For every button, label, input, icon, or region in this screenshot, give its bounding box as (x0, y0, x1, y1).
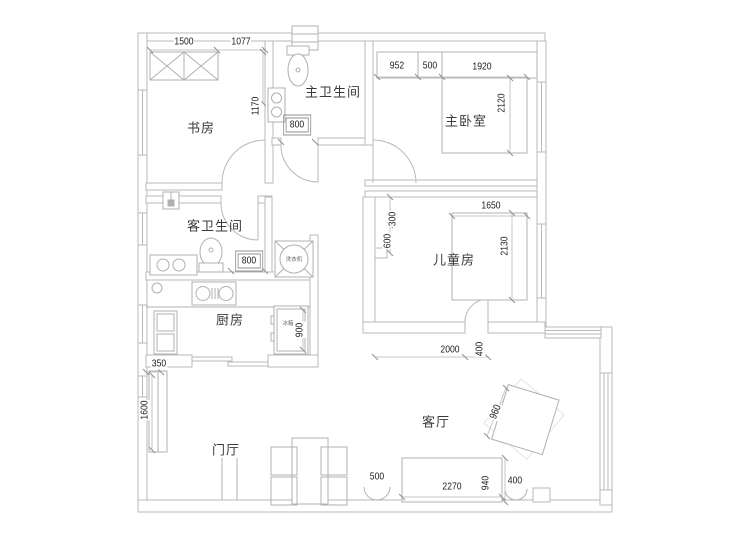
wall-guestbath-right (264, 196, 273, 280)
dim-master-bath-door: 800 (283, 114, 311, 136)
wall-kids-stub (374, 247, 388, 259)
window-left-guestbath (137, 212, 148, 246)
washing-machine (274, 240, 314, 278)
sink-master (267, 87, 286, 123)
label-room-study: 书房 (186, 120, 216, 136)
living-table (483, 378, 565, 460)
window-right-kids (536, 223, 547, 299)
dim-study-side: 1170 (249, 95, 262, 117)
label-fridge: 冰箱 (282, 321, 294, 327)
dim-mb-bed-length: 2120 (495, 92, 508, 114)
dim-foyer-wall: 1600 (138, 399, 151, 421)
dim-kitchen-offset: 350 (150, 357, 168, 370)
wall-kids-left (362, 196, 376, 323)
door-kids-room (464, 298, 489, 323)
wall-bedroom-bottom-b (364, 190, 538, 198)
floor-marker-400 (504, 488, 528, 501)
dim-kids-wall: 2000 (439, 343, 461, 356)
wall-masterbath-bottom-right (317, 137, 373, 146)
door-master-bath (280, 144, 319, 183)
dim-mb-bed-width: 1920 (471, 60, 493, 73)
window-living-top (544, 326, 602, 339)
dim-kids-bed-length: 2130 (498, 235, 511, 257)
floor-marker-500 (363, 486, 391, 501)
window-right-master-bedroom (536, 81, 547, 153)
label-room-master-bath: 主卫生间 (304, 84, 362, 100)
wall-masterbath-right (364, 40, 374, 146)
wall-kids-bottom-right (487, 321, 546, 334)
toilet-guest (198, 237, 224, 273)
dim-kids-bed-width: 1650 (480, 199, 502, 212)
wardrobe-study (149, 51, 219, 81)
dim-kids-niche-a: 300 (386, 210, 399, 228)
foyer-partition (221, 458, 238, 500)
bed-master (441, 77, 528, 154)
window-left-foyer (137, 375, 148, 398)
wall-bottom-column (532, 487, 551, 503)
furniture (146, 25, 565, 506)
door-guest-bath (220, 202, 259, 241)
door-study (221, 139, 266, 184)
toilet-master (286, 45, 310, 87)
label-room-foyer: 门厅 (211, 442, 241, 458)
dim-study-top-width: 1077 (230, 35, 252, 48)
window-left-kitchen (137, 304, 148, 344)
stove (191, 281, 237, 306)
wall-top (137, 32, 546, 42)
shower-guest-bath (162, 191, 180, 210)
dim-kids-door: 400 (473, 340, 486, 358)
kitchen-sink (153, 310, 178, 355)
dim-study-closet-width: 1500 (173, 35, 195, 48)
wall-guestbath-top-left (145, 195, 222, 204)
wall-kids-bottom-left (362, 321, 466, 334)
dimension-lines (142, 46, 531, 506)
wall-study-bottom (145, 182, 223, 191)
wall-bedroom-bottom-a (364, 179, 538, 187)
dim-fridge-width: 900 (293, 321, 306, 339)
dim-mb-closet2: 500 (421, 59, 439, 72)
wall-kitchen-bottom-right (267, 354, 319, 368)
door-master-bedroom (372, 139, 417, 184)
doors (191, 139, 489, 367)
dim-sofa-depth: 940 (479, 474, 492, 492)
dim-kids-niche-b: 600 (381, 232, 394, 250)
window-left-study (137, 89, 148, 156)
sink-guest (149, 254, 198, 276)
dining-table (270, 437, 348, 506)
dim-mb-closet1: 952 (388, 59, 406, 72)
door-kitchen-sliding (191, 356, 269, 367)
dim-living-gap: 500 (368, 470, 386, 483)
windows (137, 81, 613, 491)
label-room-kitchen: 厨房 (215, 312, 245, 328)
label-washing-machine: 洗衣机 (285, 257, 303, 263)
window-living-right (599, 372, 613, 491)
label-room-master-bedroom: 主卧室 (444, 113, 488, 129)
label-room-kids: 儿童房 (432, 252, 476, 268)
wall-masterbath-bottom-left (271, 137, 282, 146)
label-room-guest-bath: 客卫生间 (186, 218, 244, 234)
dim-sofa-width: 2270 (441, 480, 463, 493)
dim-sofa-gap: 400 (506, 474, 524, 487)
dim-guest-bath-door: 800 (235, 250, 263, 272)
bed-kids (451, 212, 528, 301)
label-room-living: 客厅 (421, 414, 451, 430)
